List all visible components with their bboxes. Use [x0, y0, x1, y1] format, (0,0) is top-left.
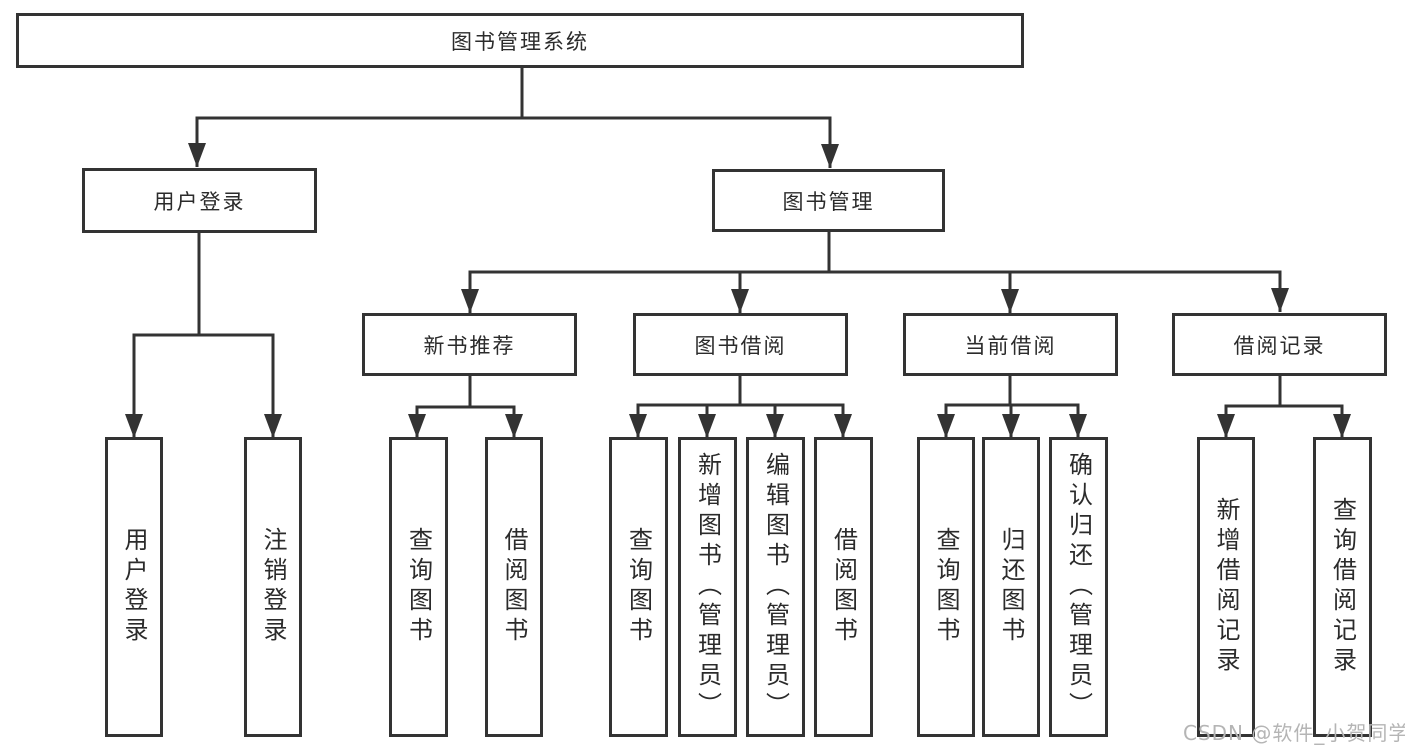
- node-label: 注销登录: [259, 527, 287, 647]
- node-label: 查询图书: [404, 527, 433, 647]
- node-label: 查询借阅记录: [1328, 497, 1357, 677]
- node-label: 确认归还（管理员）: [1064, 452, 1093, 722]
- node-label: 编辑图书（管理员）: [761, 452, 790, 722]
- node-label: 图书借阅: [694, 333, 787, 358]
- node-book-management: 图书管理: [712, 169, 945, 232]
- leaf-records-query-record: 查询借阅记录: [1313, 437, 1372, 737]
- node-label: 归还图书: [997, 527, 1025, 647]
- node-label: 查询图书: [624, 527, 653, 647]
- node-label: 借阅记录: [1233, 333, 1326, 358]
- leaf-current-confirm-return-admin: 确认归还（管理员）: [1049, 437, 1108, 737]
- node-label: 当前借阅: [964, 333, 1057, 358]
- node-label: 用户登录: [153, 189, 246, 214]
- leaf-logout: 注销登录: [244, 437, 302, 737]
- node-label: 新增借阅记录: [1212, 497, 1240, 677]
- node-label: 用户登录: [120, 527, 148, 647]
- leaf-current-query-books: 查询图书: [917, 437, 975, 737]
- node-label: 图书管理系统: [451, 29, 589, 54]
- node-borrowing-records: 借阅记录: [1172, 313, 1387, 376]
- leaf-current-return-books: 归还图书: [982, 437, 1040, 737]
- node-new-book-recommendation: 新书推荐: [362, 313, 577, 376]
- node-label: 新书推荐: [423, 333, 516, 358]
- node-label: 借阅图书: [829, 527, 858, 647]
- node-label: 借阅图书: [500, 527, 528, 647]
- node-label: 新增图书（管理员）: [693, 452, 722, 722]
- node-label: 查询图书: [932, 527, 960, 647]
- leaf-borrow-query-books: 查询图书: [609, 437, 668, 737]
- node-user-login: 用户登录: [82, 168, 317, 233]
- leaf-borrow-borrow-books: 借阅图书: [814, 437, 873, 737]
- leaf-user-login: 用户登录: [105, 437, 163, 737]
- node-book-borrowing: 图书借阅: [633, 313, 848, 376]
- leaf-records-add-record: 新增借阅记录: [1197, 437, 1255, 737]
- node-label: 图书管理: [782, 189, 875, 214]
- node-root-system: 图书管理系统: [16, 13, 1024, 68]
- watermark: CSDN @软件_小贺同学: [1183, 721, 1405, 745]
- leaf-newbook-borrow-books: 借阅图书: [485, 437, 543, 737]
- node-current-borrowing: 当前借阅: [903, 313, 1118, 376]
- leaf-borrow-add-book-admin: 新增图书（管理员）: [678, 437, 737, 737]
- leaf-borrow-edit-book-admin: 编辑图书（管理员）: [746, 437, 805, 737]
- leaf-newbook-query-books: 查询图书: [389, 437, 448, 737]
